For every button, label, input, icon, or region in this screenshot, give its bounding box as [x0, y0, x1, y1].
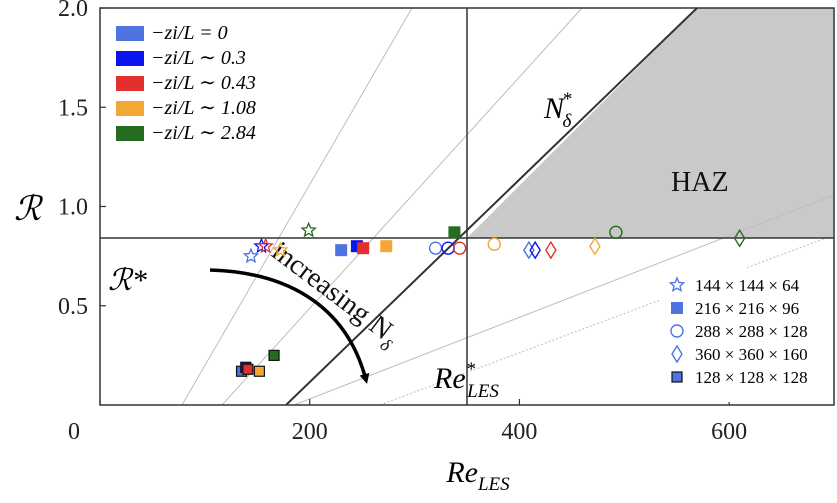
data-point — [242, 247, 260, 264]
marker-legend-label: 144 × 144 × 64 — [695, 276, 800, 295]
data-point — [589, 236, 601, 256]
color-legend-swatch — [116, 51, 144, 66]
x-tick-label: 600 — [711, 419, 747, 445]
data-point — [380, 240, 393, 253]
y-axis-ticks: 0.5 1.0 1.5 2.0 — [58, 0, 106, 320]
y-tick-label: 1.5 — [58, 95, 88, 121]
x-axis-label: ReLES — [445, 456, 510, 495]
marker-legend-symbol — [671, 344, 683, 364]
data-point — [487, 237, 501, 251]
haz-label: HAZ — [671, 167, 729, 198]
iso-lines — [181, 8, 834, 405]
color-legend-label: −zi/L ∼ 2.84 — [151, 122, 256, 144]
marker-legend-symbol — [671, 371, 683, 383]
marker-legend-label: 288 × 288 × 128 — [695, 322, 808, 341]
data-point — [335, 244, 348, 257]
n-delta-star-label: N*δ — [543, 89, 573, 132]
increasing-n-delta-arrow — [209, 268, 370, 384]
data-point — [242, 363, 254, 375]
data-point — [253, 365, 265, 377]
haz-region — [467, 8, 834, 238]
x-axis-ticks: 0 200 400 600 — [68, 399, 747, 445]
data-point — [452, 241, 467, 255]
data-point — [357, 242, 370, 255]
marker-legend-label: 360 × 360 × 160 — [695, 345, 808, 364]
color-legend-swatch — [116, 126, 144, 141]
data-points — [235, 221, 746, 377]
data-point — [609, 225, 623, 240]
y-tick-label: 2.0 — [58, 0, 88, 22]
color-legend-label: −zi/L ∼ 1.08 — [151, 97, 256, 119]
color-legend-label: −zi/L ∼ 0.43 — [151, 72, 256, 94]
marker-legend-symbol — [671, 302, 683, 314]
marker-legend-box — [660, 268, 832, 402]
data-point — [253, 237, 270, 254]
y-axis-label: ℛ — [14, 191, 44, 228]
color-legend: −zi/L = 0 −zi/L ∼ 0.3 −zi/L ∼ 0.43 −zi/L ∼ … — [116, 22, 256, 144]
data-point — [545, 240, 557, 260]
color-legend-swatch — [116, 101, 144, 116]
y-tick-label: 1.0 — [58, 195, 88, 221]
data-point — [300, 221, 317, 238]
color-legend-swatch — [116, 76, 144, 91]
color-legend-swatch — [116, 26, 144, 41]
marker-legend-label: 216 × 216 × 96 — [695, 299, 799, 318]
y-tick-label: 0.5 — [58, 294, 88, 320]
n-delta-star-line — [285, 8, 698, 405]
data-point — [268, 349, 280, 361]
data-point — [257, 237, 274, 254]
data-point — [529, 240, 541, 260]
data-point — [733, 228, 746, 248]
marker-legend-label: 128 × 128 × 128 — [695, 368, 808, 387]
data-point — [448, 226, 461, 239]
data-point — [272, 241, 289, 258]
marker-legend-symbol — [668, 276, 686, 293]
x-tick-label: 0 — [68, 419, 80, 445]
re-les-star-label: Re*LES — [433, 359, 499, 402]
x-tick-label: 200 — [292, 419, 328, 445]
marker-legend: 144 × 144 × 64 216 × 216 × 96 288 × 288 × … — [668, 276, 808, 387]
color-legend-label: −zi/L ∼ 0.3 — [151, 47, 246, 69]
r-star-label: ℛ* — [108, 264, 147, 297]
marker-legend-symbol — [670, 324, 684, 338]
color-legend-label: −zi/L = 0 — [151, 22, 228, 44]
x-tick-label: 400 — [501, 419, 537, 445]
